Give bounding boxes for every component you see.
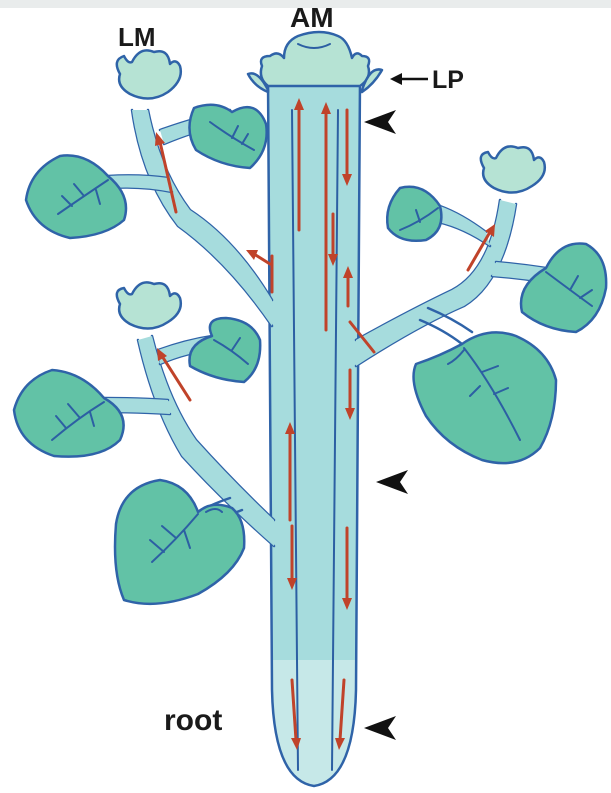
- leaf: [14, 370, 124, 457]
- arrowhead-marker-icon: [364, 110, 396, 134]
- lateral-meristem-label: LM: [118, 22, 156, 53]
- lateral-meristem-right: [481, 146, 545, 192]
- leaf: [414, 332, 556, 463]
- leaf: [189, 318, 260, 382]
- leaf: [521, 244, 606, 333]
- lateral-meristem-lower-left: [117, 282, 181, 328]
- leaf: [189, 105, 266, 168]
- apical-meristem: [261, 32, 369, 86]
- leaf: [26, 155, 126, 238]
- leaf: [387, 187, 441, 241]
- arrowhead-marker-icon: [364, 716, 396, 740]
- root-label: root: [164, 704, 222, 738]
- apical-meristem-label: AM: [290, 2, 334, 34]
- main-stem: [268, 78, 360, 786]
- arrowhead-marker-icon: [376, 470, 408, 494]
- lateral-meristem-upper-left: [117, 50, 181, 98]
- left-arrow-icon: [390, 73, 428, 85]
- leaf-primordium-label: LP: [432, 66, 464, 95]
